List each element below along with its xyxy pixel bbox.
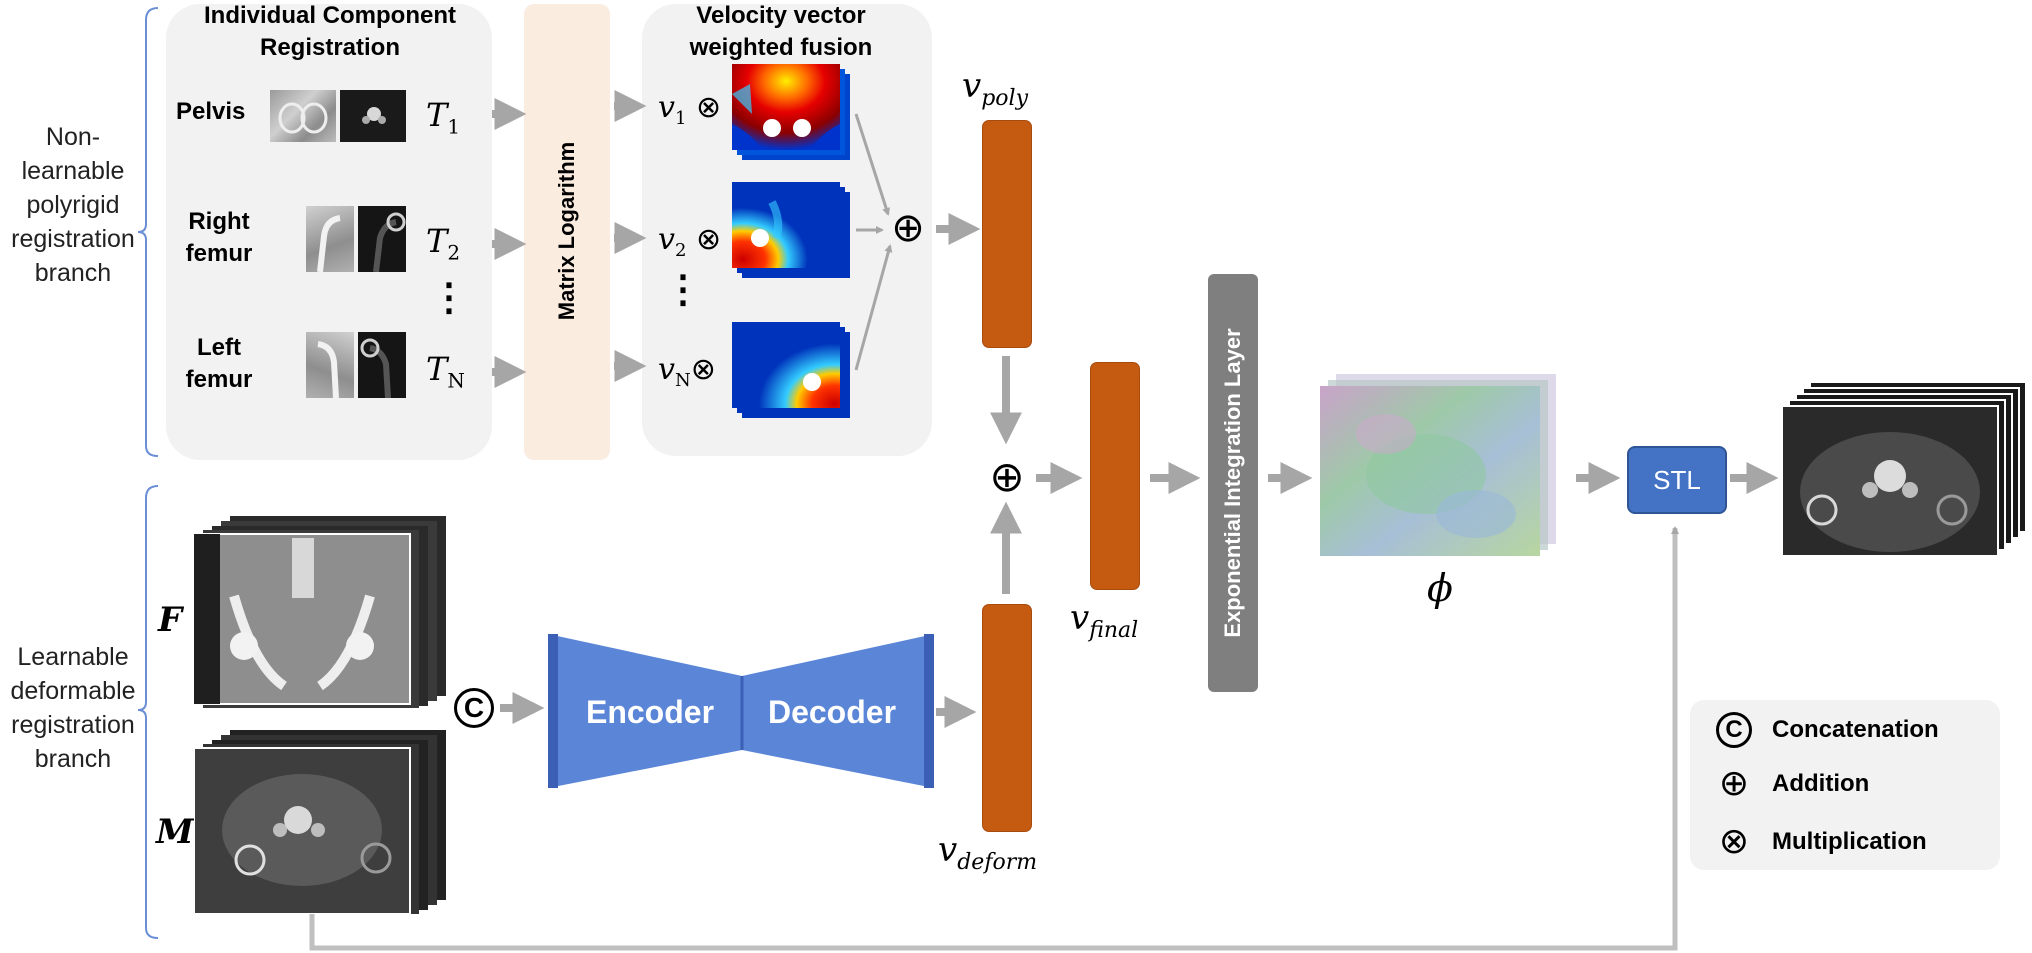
right-femur-label: Right femur xyxy=(185,208,253,267)
component-ellipsis: ⋮ xyxy=(430,277,468,319)
encoder-label: Encoder xyxy=(585,694,715,730)
pelvis-ct-thumb xyxy=(270,90,336,142)
legend-concat-symbol: C xyxy=(1716,712,1752,748)
left-femur-label: Left femur xyxy=(185,334,253,393)
heatmap-1 xyxy=(732,64,850,160)
vn-label: vN⊗ xyxy=(658,352,716,391)
right-femur-mr-thumb xyxy=(358,206,406,272)
fusion-panel-title: Velocity vector weighted fusion xyxy=(689,2,873,61)
v-poly-block xyxy=(982,120,1032,348)
right-femur-ct-thumb xyxy=(306,206,354,272)
heatmap-2 xyxy=(732,182,850,278)
tn-label: TN xyxy=(426,350,465,393)
v-final-label: vfinal xyxy=(1070,598,1139,643)
pelvis-mr-thumb xyxy=(340,90,406,142)
fixed-image-label: F xyxy=(158,600,183,640)
output-warped-image xyxy=(1782,382,2027,557)
fusion-sum-symbol: ⊕ xyxy=(891,205,925,251)
legend-mult-label: Multiplication xyxy=(1772,828,1927,855)
addition-symbol: ⊕ xyxy=(989,452,1025,501)
v-deform-block xyxy=(982,604,1032,832)
moving-to-stl-line xyxy=(309,526,1679,951)
t1-label: T1 xyxy=(426,96,461,139)
stl-block: STL xyxy=(1627,446,1727,514)
v1-label: v1 ⊗ xyxy=(658,90,722,129)
phi-label: ϕ xyxy=(1427,566,1453,610)
v-poly-label: vpoly xyxy=(962,66,1029,111)
moving-image-label: M xyxy=(156,812,194,852)
legend-concat-label: Concatenation xyxy=(1772,716,1939,743)
deformation-field-image xyxy=(1320,374,1556,556)
bottom-branch-label: Learnable deformable registration branch xyxy=(10,643,136,773)
left-femur-ct-thumb xyxy=(306,332,354,398)
v2-label: v2 ⊗ xyxy=(658,222,722,261)
fixed-image-stack xyxy=(194,516,446,708)
v-deform-label: vdeform xyxy=(938,830,1038,875)
fusion-ellipsis: ⋮ xyxy=(664,269,702,311)
exp-integration-block xyxy=(1208,274,1258,692)
concat-symbol: C xyxy=(454,688,494,728)
heatmap-n xyxy=(732,322,850,418)
line-hm1-sum xyxy=(854,113,890,216)
legend-mult-symbol: ⊗ xyxy=(1718,821,1750,862)
left-femur-mr-thumb xyxy=(358,332,406,398)
legend-add-label: Addition xyxy=(1772,770,1870,797)
pelvis-label: Pelvis xyxy=(176,98,246,125)
legend-add-symbol: ⊕ xyxy=(1718,763,1750,804)
line-hmn-sum xyxy=(854,244,893,371)
decoder-label: Decoder xyxy=(767,694,897,730)
top-branch-label: Non- learnable polyrigid registration br… xyxy=(11,123,135,287)
matrix-logarithm-block xyxy=(524,4,610,460)
encoder-decoder-shape xyxy=(548,634,934,788)
moving-image-stack xyxy=(194,730,446,915)
component-panel-title: Individual Component Registration xyxy=(204,2,456,61)
t2-label: T2 xyxy=(426,222,461,265)
v-final-block xyxy=(1090,362,1140,590)
